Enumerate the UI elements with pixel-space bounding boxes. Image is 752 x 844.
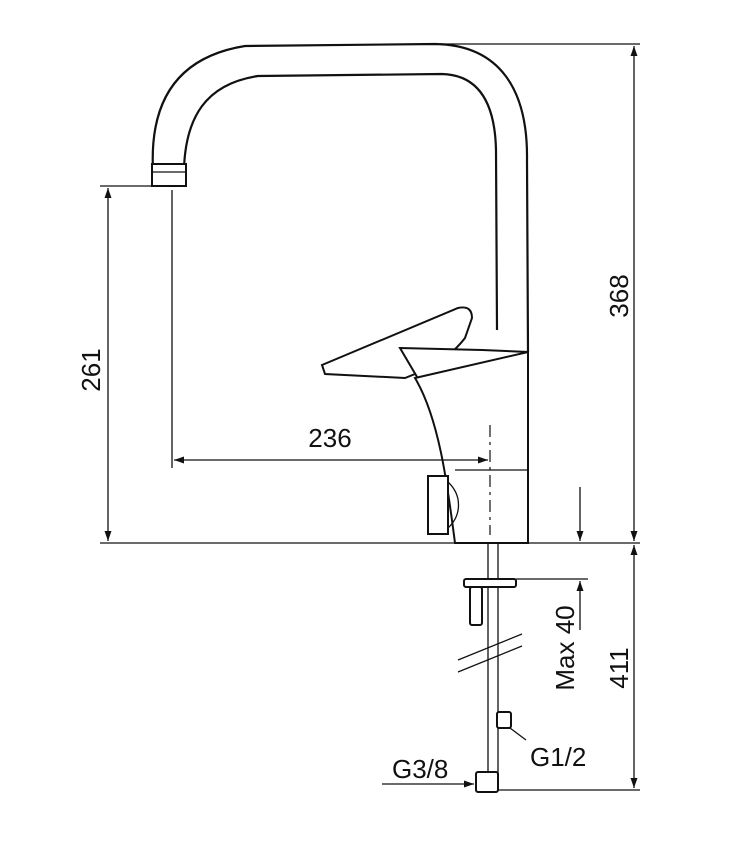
mounting-assembly (457, 543, 523, 793)
clamp-plate (463, 578, 517, 588)
spout-outer-contour (151, 42, 530, 353)
reference-lines (100, 43, 640, 791)
dim-236-label: 236 (308, 423, 351, 453)
dim-261-label: 261 (76, 348, 106, 391)
dim-max40-label: Max 40 (550, 605, 580, 690)
cut-mark-2 (457, 645, 523, 673)
g12-leader (509, 727, 527, 741)
g38-label: G3/8 (392, 754, 448, 784)
hose-stub (469, 586, 483, 626)
spout-inner-contour (182, 72, 499, 331)
side-knob-curve (447, 481, 460, 529)
dimension-lines (104, 46, 638, 788)
inlet-fitting (496, 711, 512, 729)
outlet-fitting (475, 771, 499, 793)
side-knob (427, 475, 449, 535)
cut-mark-1 (457, 633, 523, 661)
dimension-labels: 368 261 236 411 Max 40 G3/8 G1/2 (76, 274, 634, 784)
dim-368-label: 368 (604, 274, 634, 317)
faucet-outline (151, 42, 530, 544)
g12-label: G1/2 (530, 742, 586, 772)
dim-411-label: 411 (604, 647, 634, 688)
spout-nozzle (151, 163, 187, 187)
